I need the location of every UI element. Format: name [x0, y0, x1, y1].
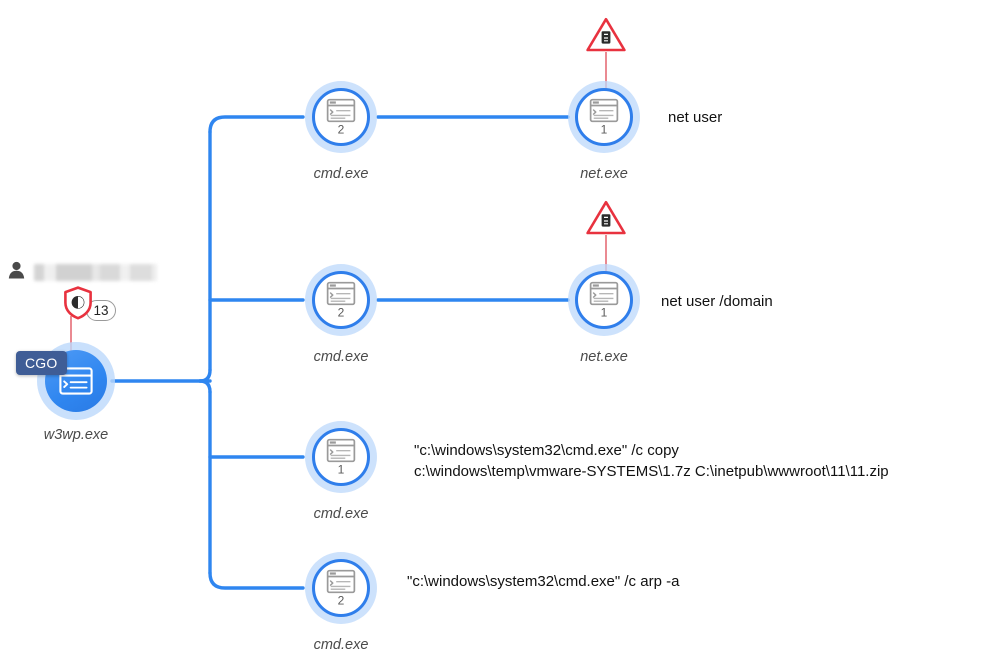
command-line-branch-4: "c:\windows\system32\cmd.exe" /c arp -a	[407, 573, 680, 590]
behavior-alert-triangle-icon	[586, 200, 626, 235]
node-label: cmd.exe	[313, 349, 369, 365]
edge-junction-down	[198, 379, 212, 394]
alert-stem	[605, 52, 607, 94]
node-instance-count: 2	[337, 593, 345, 608]
shield-alert-count: 13	[86, 300, 116, 321]
shield-alert-badge[interactable]: 13	[63, 286, 116, 358]
node-label: net.exe	[580, 349, 628, 365]
root-node-disc	[45, 350, 107, 412]
terminal-window-icon: 1	[326, 438, 356, 477]
shield-alert-icon	[64, 286, 92, 320]
branch-2-alert-badge[interactable]	[585, 199, 627, 277]
node-instance-count: 1	[337, 462, 345, 477]
person-icon	[8, 261, 25, 284]
command-line-branch-1: net user	[668, 109, 723, 126]
user-name-redacted	[34, 264, 157, 281]
node-disc	[312, 88, 370, 146]
command-line-branch-3: "c:\windows\system32\cmd.exe" /c copy c:…	[414, 442, 889, 481]
edge-branch-1	[208, 115, 305, 134]
node-label: net.exe	[580, 166, 628, 182]
cgo-tag[interactable]: CGO	[16, 351, 67, 375]
edge-branch-4	[208, 571, 305, 590]
node-instance-count: 1	[600, 305, 608, 320]
terminal-window-icon: 1	[589, 281, 619, 320]
terminal-window-icon: 2	[326, 281, 356, 320]
shield-stem	[70, 316, 72, 358]
terminal-window-icon: 2	[326, 98, 356, 137]
node-label: cmd.exe	[313, 166, 369, 182]
node-instance-count: 2	[337, 122, 345, 137]
command-line-branch-2: net user /domain	[661, 293, 773, 310]
node-disc	[575, 271, 633, 329]
alert-stem	[605, 235, 607, 277]
node-label: cmd.exe	[313, 637, 369, 653]
user-identity-row	[8, 261, 157, 284]
node-instance-count: 1	[600, 122, 608, 137]
terminal-window-icon	[59, 367, 93, 395]
edge-junction-up	[198, 368, 212, 383]
branch-1-alert-badge[interactable]	[585, 16, 627, 94]
root-node-label: w3wp.exe	[43, 427, 109, 443]
node-instance-count: 2	[337, 305, 345, 320]
behavior-alert-triangle-icon	[586, 17, 626, 52]
node-label: cmd.exe	[313, 506, 369, 522]
terminal-window-icon: 1	[589, 98, 619, 137]
terminal-window-icon: 2	[326, 569, 356, 608]
